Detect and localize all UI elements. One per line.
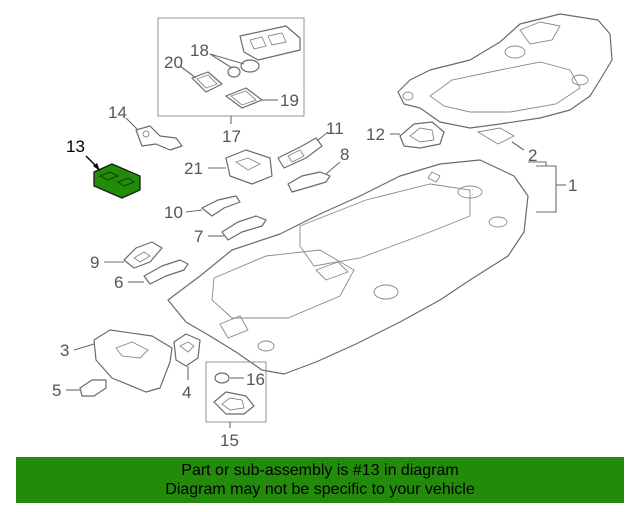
part-7-grip[interactable] bbox=[221, 215, 267, 241]
part-6-grip[interactable] bbox=[143, 259, 189, 285]
part-16-bulb[interactable] bbox=[214, 372, 230, 384]
callout-16[interactable]: 16 bbox=[246, 370, 265, 389]
callout-3[interactable]: 3 bbox=[60, 341, 69, 360]
callout-12[interactable]: 12 bbox=[366, 125, 385, 144]
banner-line-1: Part or sub-assembly is #13 in diagram bbox=[181, 462, 459, 479]
banner-line-2: Diagram may not be specific to your vehi… bbox=[165, 481, 475, 498]
part-11-bracket[interactable] bbox=[277, 137, 323, 169]
callout-7[interactable]: 7 bbox=[194, 227, 203, 246]
part-9-holder[interactable] bbox=[123, 241, 163, 269]
callout-20[interactable]: 20 bbox=[164, 53, 183, 72]
part-15-lamp[interactable] bbox=[213, 391, 255, 415]
part-12-fitting[interactable] bbox=[399, 121, 445, 149]
part-13-map-lamp[interactable] bbox=[93, 163, 141, 199]
callout-10[interactable]: 10 bbox=[164, 203, 183, 222]
callout-13[interactable]: 13 bbox=[66, 137, 85, 156]
part-18-lamp[interactable] bbox=[227, 25, 301, 78]
part-4-clip[interactable] bbox=[173, 333, 201, 367]
callout-2[interactable]: 2 bbox=[528, 146, 537, 165]
callout-6[interactable]: 6 bbox=[114, 273, 123, 292]
part-5-cover[interactable] bbox=[79, 379, 107, 397]
callout-8[interactable]: 8 bbox=[340, 145, 349, 164]
part-1-headliner[interactable] bbox=[167, 159, 529, 375]
part-8-grip[interactable] bbox=[287, 171, 331, 193]
part-3-sun-visor[interactable] bbox=[93, 329, 173, 393]
part-21-switch[interactable] bbox=[225, 149, 273, 185]
callout-18[interactable]: 18 bbox=[190, 41, 209, 60]
arrow-13 bbox=[93, 163, 100, 171]
assembly-box-15 bbox=[205, 361, 267, 423]
callout-9[interactable]: 9 bbox=[90, 253, 99, 272]
part-14-hook[interactable] bbox=[135, 125, 183, 151]
callout-11[interactable]: 11 bbox=[326, 119, 344, 138]
callout-17[interactable]: 17 bbox=[222, 127, 241, 146]
callout-14[interactable]: 14 bbox=[108, 103, 127, 122]
callout-4[interactable]: 4 bbox=[182, 383, 191, 402]
callout-15[interactable]: 15 bbox=[220, 431, 239, 450]
callout-1[interactable]: 1 bbox=[568, 176, 577, 195]
part-19-lens[interactable] bbox=[225, 87, 263, 109]
parts-diagram: 1 2 3 4 5 6 7 8 9 10 11 12 13 14 15 16 1… bbox=[52, 13, 613, 450]
callout-5[interactable]: 5 bbox=[52, 381, 61, 400]
bracket-1 bbox=[536, 165, 557, 213]
part-20-lens[interactable] bbox=[191, 71, 223, 93]
callout-21[interactable]: 21 bbox=[184, 159, 203, 178]
part-2-roof-frame[interactable] bbox=[397, 13, 613, 145]
callout-19[interactable]: 19 bbox=[280, 91, 299, 110]
info-banner: Part or sub-assembly is #13 in diagram D… bbox=[16, 457, 624, 503]
part-10-clip[interactable] bbox=[201, 195, 241, 217]
